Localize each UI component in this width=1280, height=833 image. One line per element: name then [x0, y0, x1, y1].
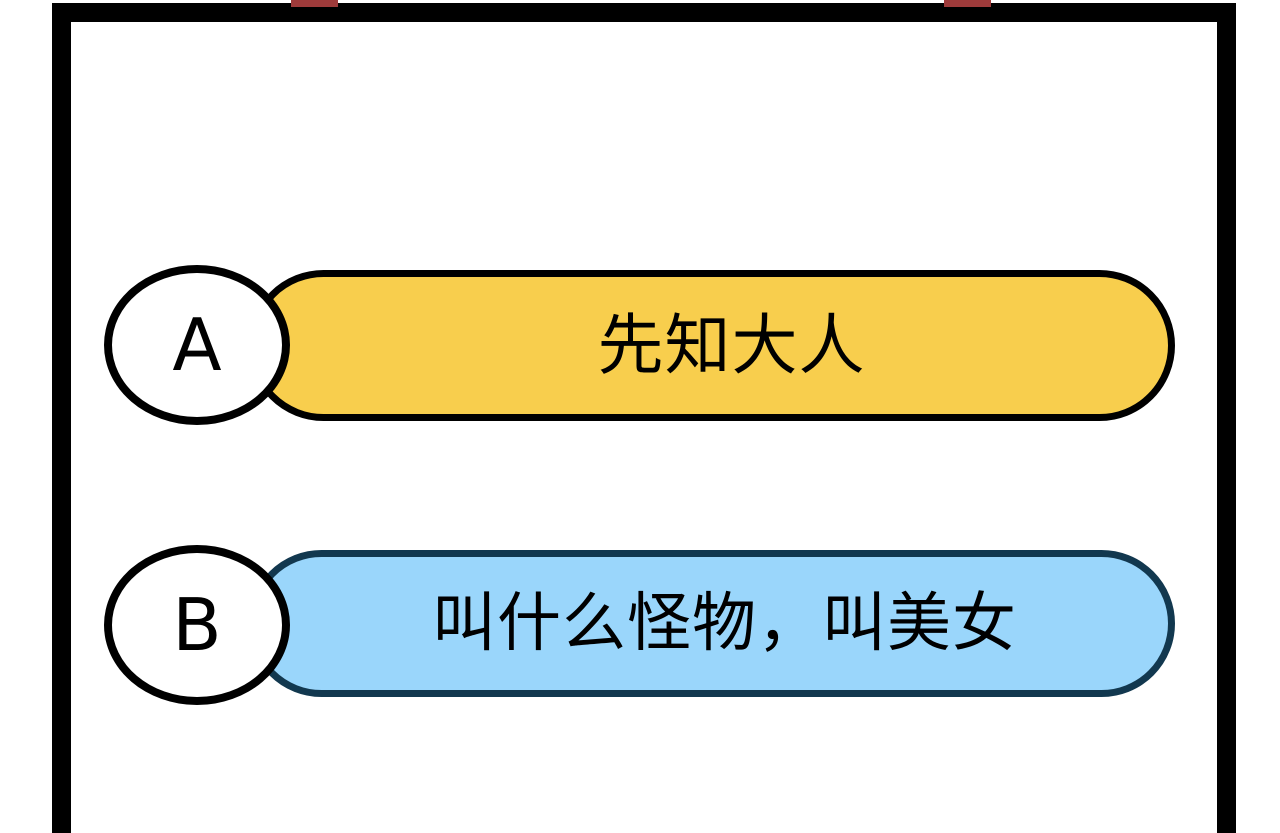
poll-option-a-label: 先知大人	[597, 306, 866, 384]
card-frame-top-border	[52, 3, 1236, 22]
poll-option-b-label: 叫什么怪物，叫美女	[432, 586, 1017, 661]
card-frame-right-border	[1217, 3, 1236, 833]
top-right-red-marker	[944, 0, 991, 7]
poll-option-b-badge[interactable]: B	[104, 545, 290, 705]
poll-option-a-badge[interactable]: A	[104, 265, 290, 425]
poll-options-container: 先知大人 A 叫什么怪物，叫美女 B	[71, 22, 1217, 833]
poll-option-a[interactable]: 先知大人 A	[71, 243, 1217, 425]
poll-option-b-bar[interactable]: 叫什么怪物，叫美女	[248, 550, 1175, 697]
poll-option-a-key: A	[172, 303, 222, 387]
card-frame-left-border	[52, 3, 71, 833]
top-left-red-marker	[291, 0, 338, 7]
poll-option-b[interactable]: 叫什么怪物，叫美女 B	[71, 533, 1217, 705]
poll-option-b-key: B	[172, 583, 222, 667]
poll-option-a-bar[interactable]: 先知大人	[248, 270, 1175, 421]
